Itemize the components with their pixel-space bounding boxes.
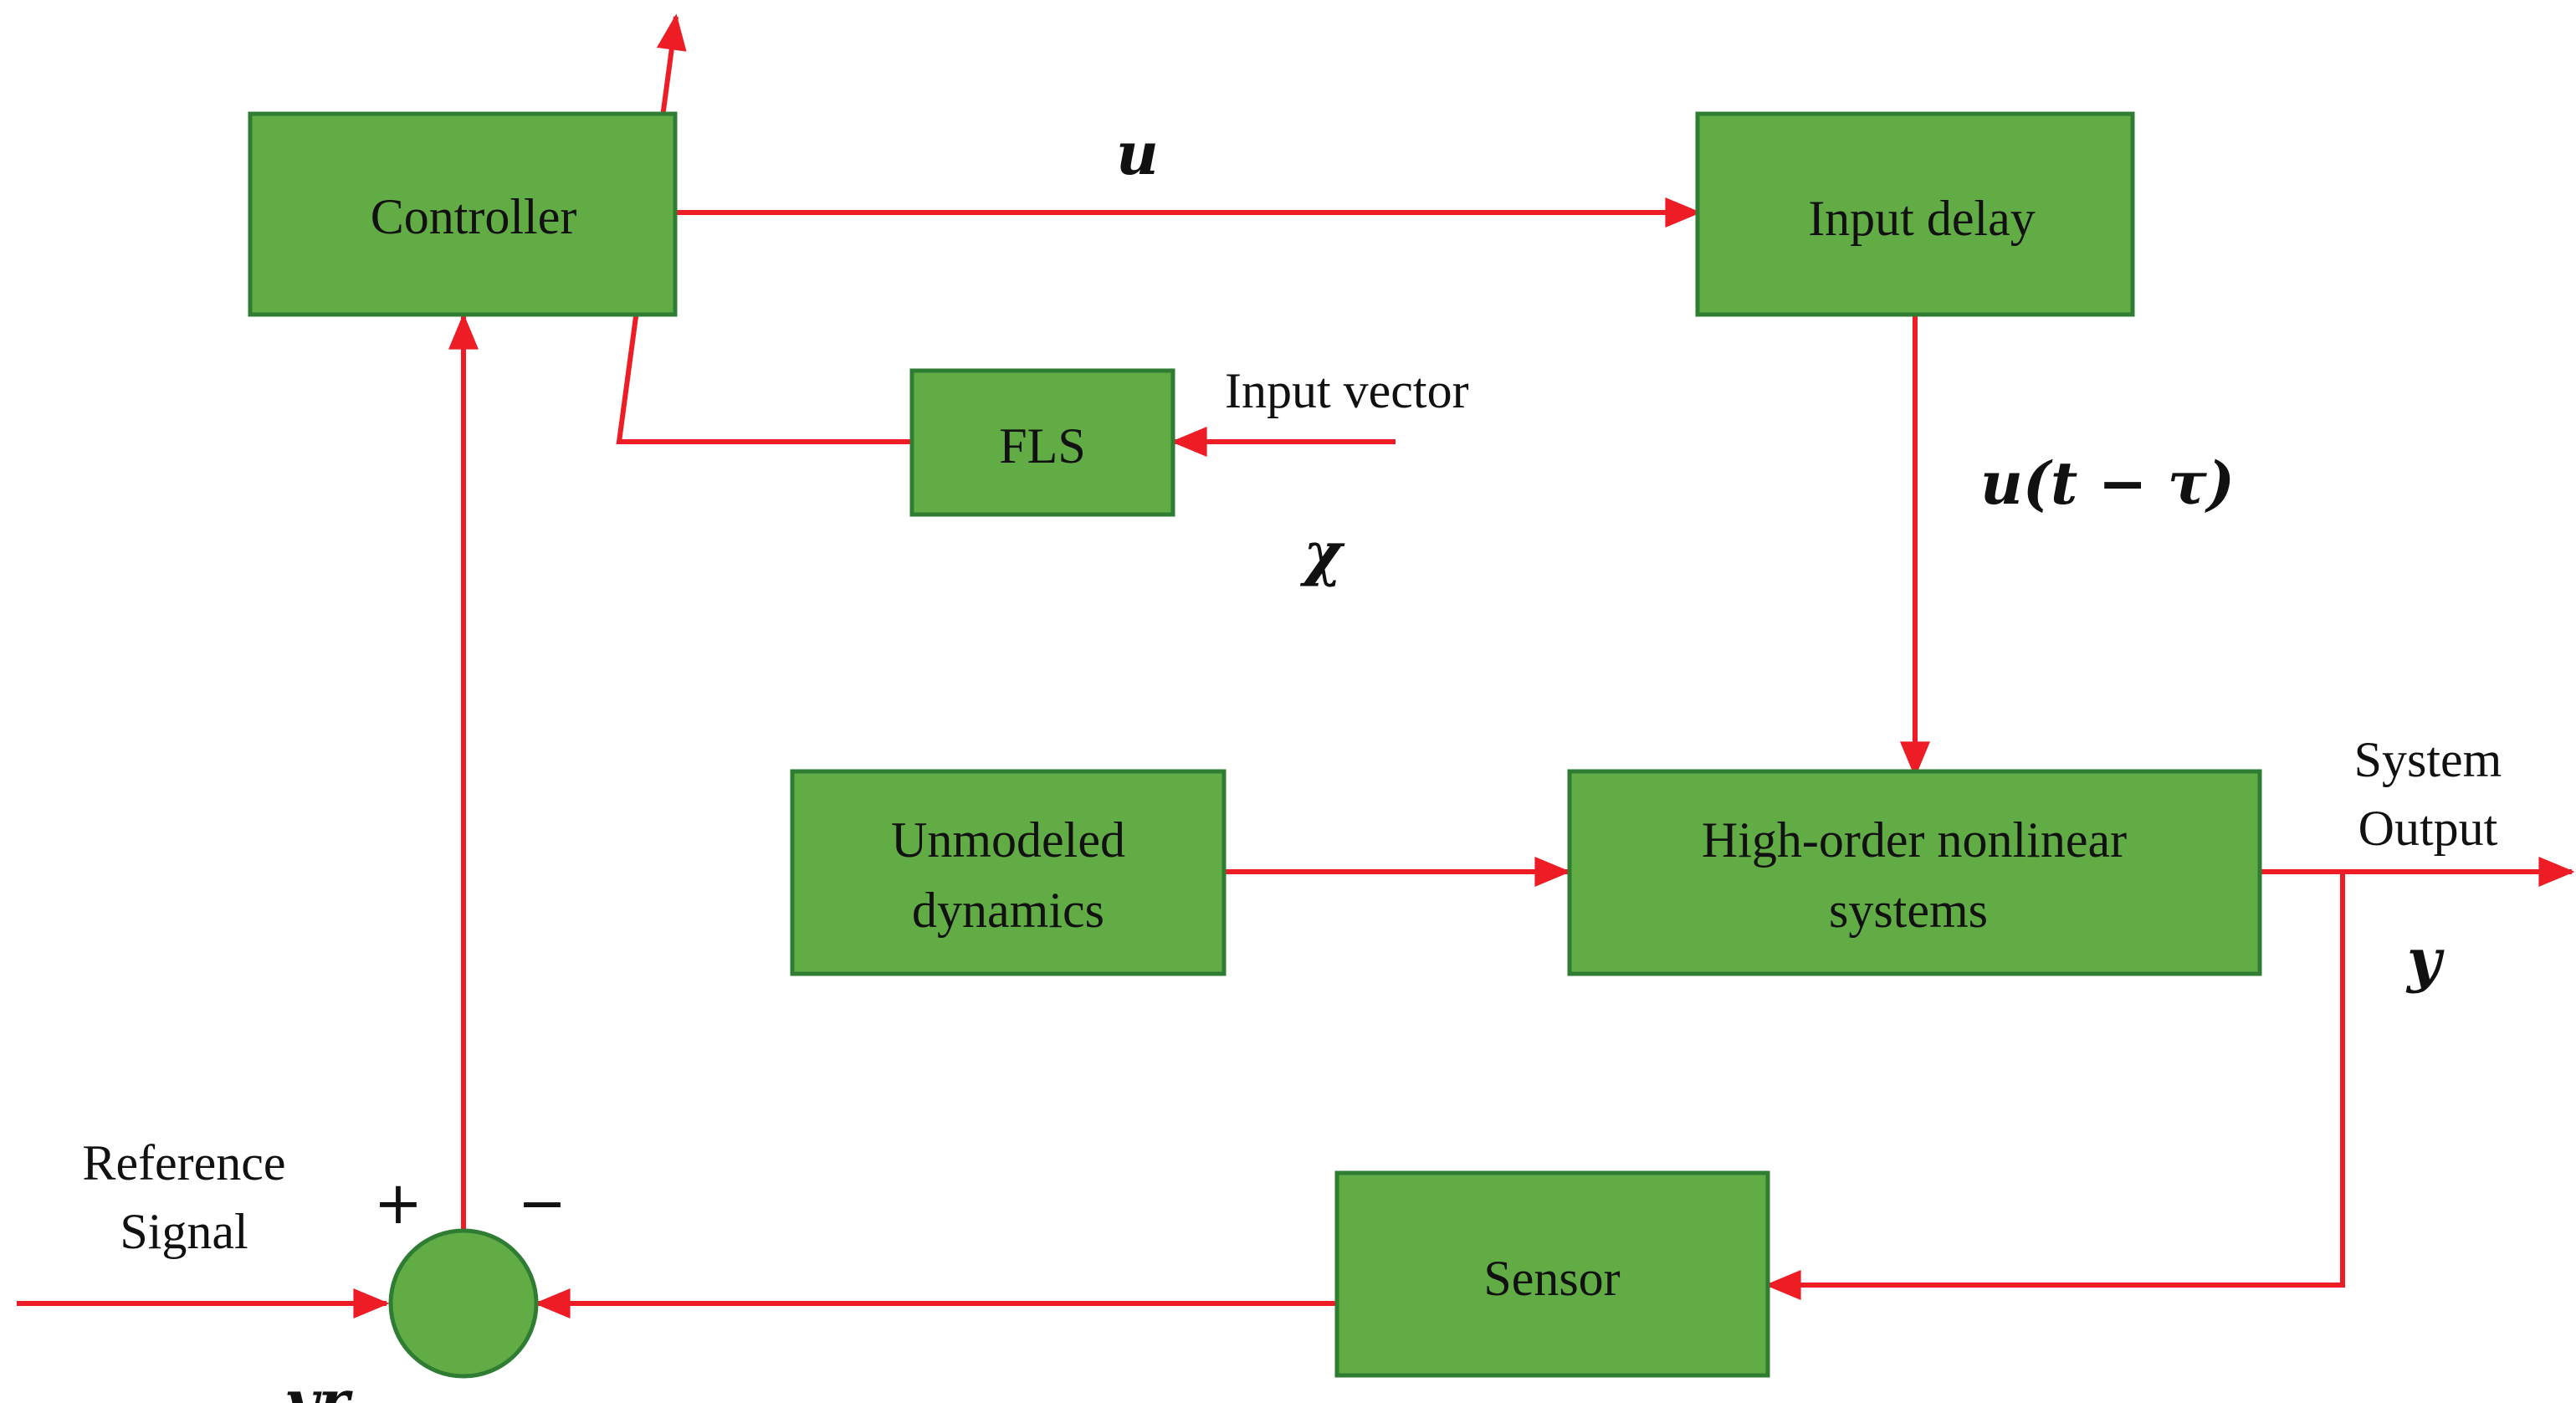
- input-delay-label: Input delay: [1808, 191, 2036, 246]
- minus-sign: −: [518, 1169, 567, 1237]
- reference-label-line1: Reference: [82, 1135, 285, 1191]
- summing-junction: [388, 1228, 539, 1379]
- plant-label-line2: systems: [1829, 883, 1988, 938]
- fls-label: FLS: [999, 418, 1085, 474]
- input-vector-symbol: χ: [1299, 519, 1345, 588]
- controller-block: [248, 111, 678, 317]
- signal-labels: u u(t − τ) Input vector χ System Output …: [82, 119, 2502, 1403]
- input-delay-block: [1695, 111, 2135, 317]
- unmodeled-label-line1: Unmodeled: [891, 812, 1125, 868]
- arrow-feedback-to-sensor: [1764, 872, 2345, 1300]
- sensor-label: Sensor: [1483, 1251, 1620, 1306]
- output-symbol: y: [2405, 925, 2445, 995]
- control-signal-label: u: [1116, 119, 1159, 188]
- delayed-signal-label: u(t − τ): [1980, 448, 2235, 518]
- fls-block: [909, 368, 1175, 517]
- plant-label-line1: High-order nonlinear: [1702, 812, 2127, 868]
- reference-label-line2: Signal: [120, 1204, 248, 1259]
- blocks: [248, 111, 2262, 1379]
- signal-lines: [17, 13, 2575, 1319]
- unmodeled-label-line2: dynamics: [912, 883, 1104, 938]
- system-output-label-line1: System: [2354, 732, 2502, 787]
- input-vector-label: Input vector: [1225, 363, 1469, 418]
- sensor-block: [1334, 1170, 1770, 1378]
- system-output-label-line2: Output: [2358, 801, 2498, 856]
- unmodeled-dynamics-block: [790, 769, 1227, 976]
- controller-label: Controller: [371, 189, 577, 244]
- plant-block: [1567, 769, 2262, 976]
- plus-sign: +: [374, 1169, 423, 1237]
- reference-symbol: yr: [283, 1367, 354, 1403]
- block-labels: Controller Input delay FLS Unmodeled dyn…: [371, 189, 2127, 1306]
